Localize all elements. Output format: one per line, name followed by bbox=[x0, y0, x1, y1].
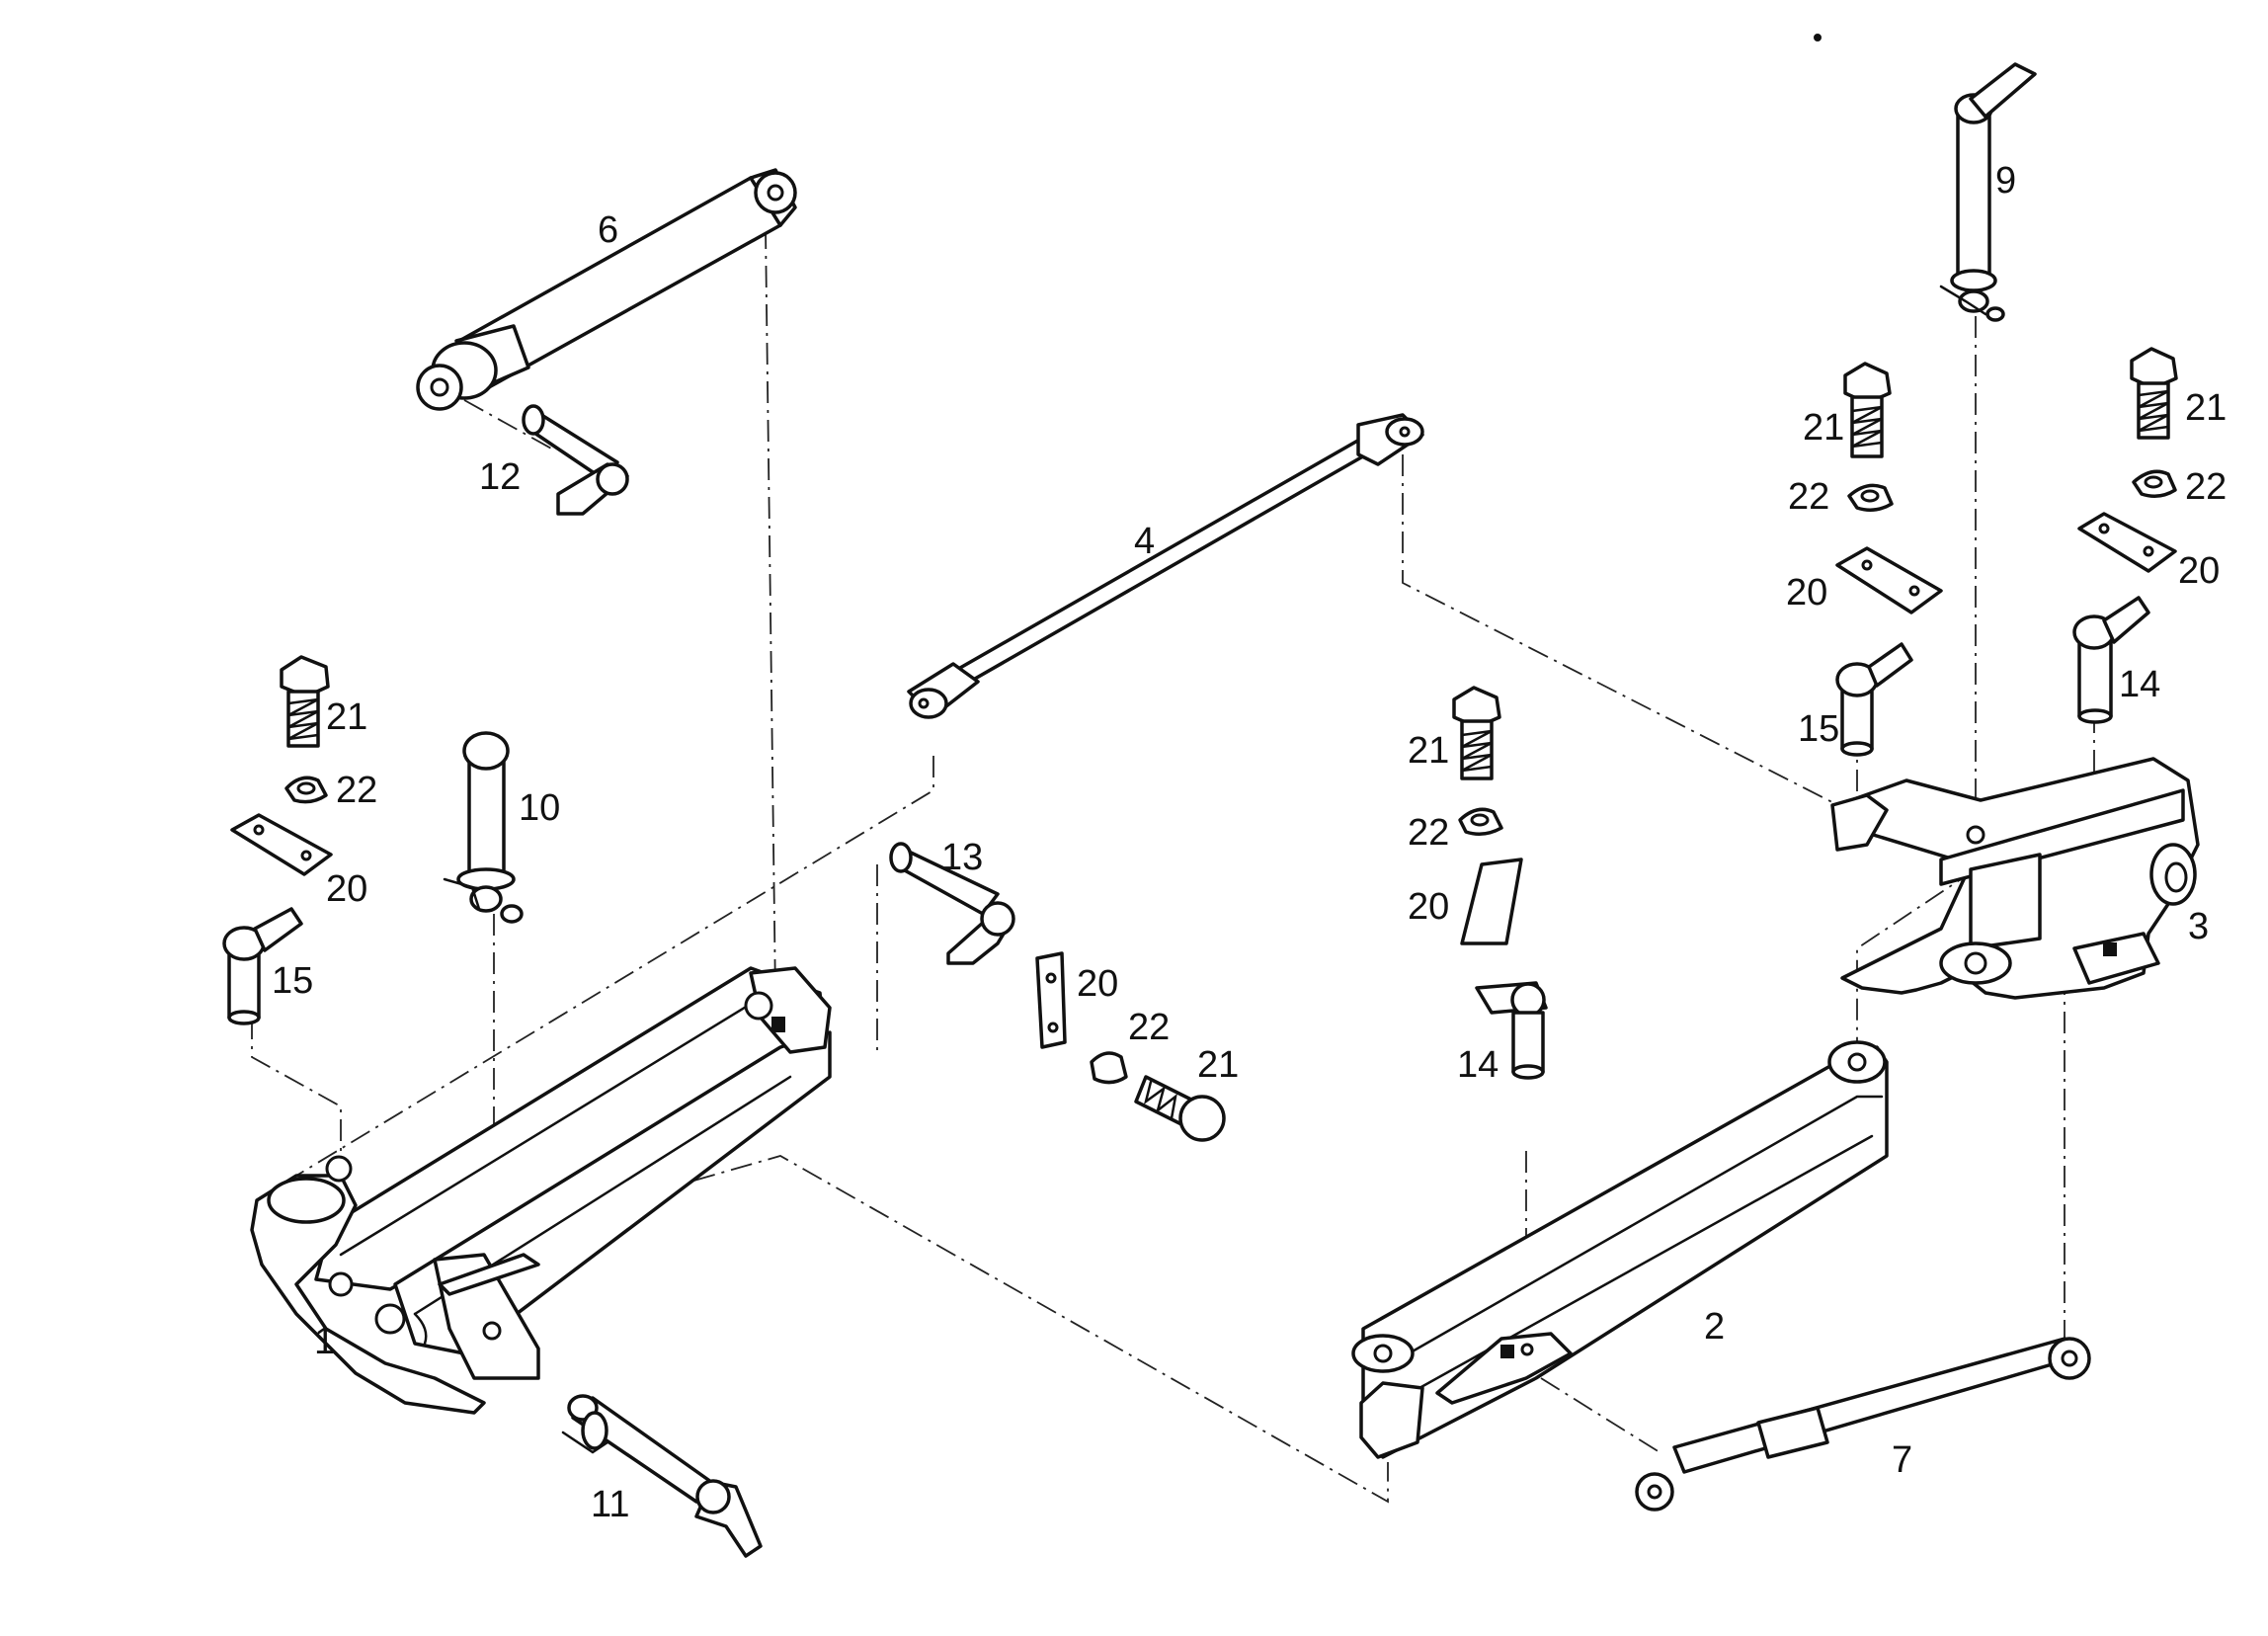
label-part-15-right: 15 bbox=[1798, 708, 1839, 750]
label-part-22-right-a: 22 bbox=[1788, 476, 1829, 518]
label-part-22-left: 22 bbox=[336, 770, 377, 811]
beam-2 bbox=[1351, 1040, 1889, 1459]
label-part-21-middle: 21 bbox=[1197, 1044, 1239, 1086]
cylinder-7 bbox=[1635, 1337, 2091, 1512]
arm-1 bbox=[250, 966, 832, 1415]
label-part-10: 10 bbox=[519, 787, 560, 829]
pin-10 bbox=[443, 731, 524, 924]
pin-11 bbox=[561, 1394, 763, 1558]
pin-15-right bbox=[1835, 642, 1913, 757]
washer-22-right-b bbox=[2132, 469, 2177, 498]
plate-20-left bbox=[230, 813, 333, 876]
label-part-20-center: 20 bbox=[1408, 886, 1449, 928]
washer-22-center bbox=[1458, 807, 1503, 836]
washer-22-left bbox=[284, 776, 328, 804]
label-part-21-right-a: 21 bbox=[1803, 407, 1844, 449]
label-part-9: 9 bbox=[1995, 160, 2016, 202]
label-part-21-right-b: 21 bbox=[2185, 387, 2227, 429]
label-part-11: 11 bbox=[591, 1484, 629, 1525]
label-part-14-right: 14 bbox=[2119, 664, 2160, 705]
label-part-6: 6 bbox=[598, 209, 618, 251]
bracket-3 bbox=[1830, 757, 2200, 1000]
pin-14-center bbox=[1475, 981, 1548, 1080]
washer-22-middle bbox=[1090, 1051, 1128, 1085]
bolt-21-middle bbox=[1134, 1075, 1226, 1142]
label-part-22-middle: 22 bbox=[1128, 1007, 1170, 1048]
bolt-21-center bbox=[1452, 686, 1501, 780]
label-part-22-center: 22 bbox=[1408, 812, 1449, 854]
label-part-2: 2 bbox=[1704, 1306, 1725, 1348]
pin-14-right bbox=[2072, 596, 2150, 724]
plate-20-right-b bbox=[2077, 512, 2177, 573]
label-part-20-middle: 20 bbox=[1077, 963, 1118, 1005]
label-part-20-right-a: 20 bbox=[1786, 572, 1827, 614]
label-part-14-center: 14 bbox=[1457, 1044, 1498, 1086]
part-labels: 1 2 3 4 6 7 9 10 11 12 13 14 14 15 15 20… bbox=[272, 160, 2227, 1525]
cylinder-6 bbox=[416, 168, 797, 411]
washer-22-right-a bbox=[1847, 483, 1894, 512]
label-part-15-left: 15 bbox=[272, 960, 313, 1002]
pin-9 bbox=[1939, 62, 2037, 322]
bolt-21-left bbox=[280, 655, 330, 748]
label-part-20-left: 20 bbox=[326, 868, 367, 910]
pin-13 bbox=[889, 842, 1015, 965]
speck-mark bbox=[1814, 34, 1822, 41]
label-part-21-left: 21 bbox=[326, 696, 367, 738]
label-part-22-right-b: 22 bbox=[2185, 466, 2227, 508]
bolt-21-right-b bbox=[2130, 347, 2178, 440]
label-part-13: 13 bbox=[941, 837, 983, 878]
label-part-4: 4 bbox=[1134, 521, 1155, 562]
plate-20-middle bbox=[1035, 951, 1067, 1049]
label-part-7: 7 bbox=[1892, 1439, 1912, 1481]
label-part-1: 1 bbox=[314, 1321, 335, 1362]
pin-12 bbox=[522, 404, 629, 516]
label-part-21-center: 21 bbox=[1408, 730, 1449, 772]
label-part-3: 3 bbox=[2188, 906, 2209, 947]
plate-20-center bbox=[1460, 858, 1523, 945]
bolt-21-right-a bbox=[1843, 362, 1892, 458]
rod-4 bbox=[907, 413, 1424, 719]
pin-15-left bbox=[222, 907, 303, 1025]
label-part-20-right-b: 20 bbox=[2178, 550, 2220, 592]
plate-20-right-a bbox=[1835, 546, 1943, 614]
label-part-12: 12 bbox=[479, 456, 521, 498]
